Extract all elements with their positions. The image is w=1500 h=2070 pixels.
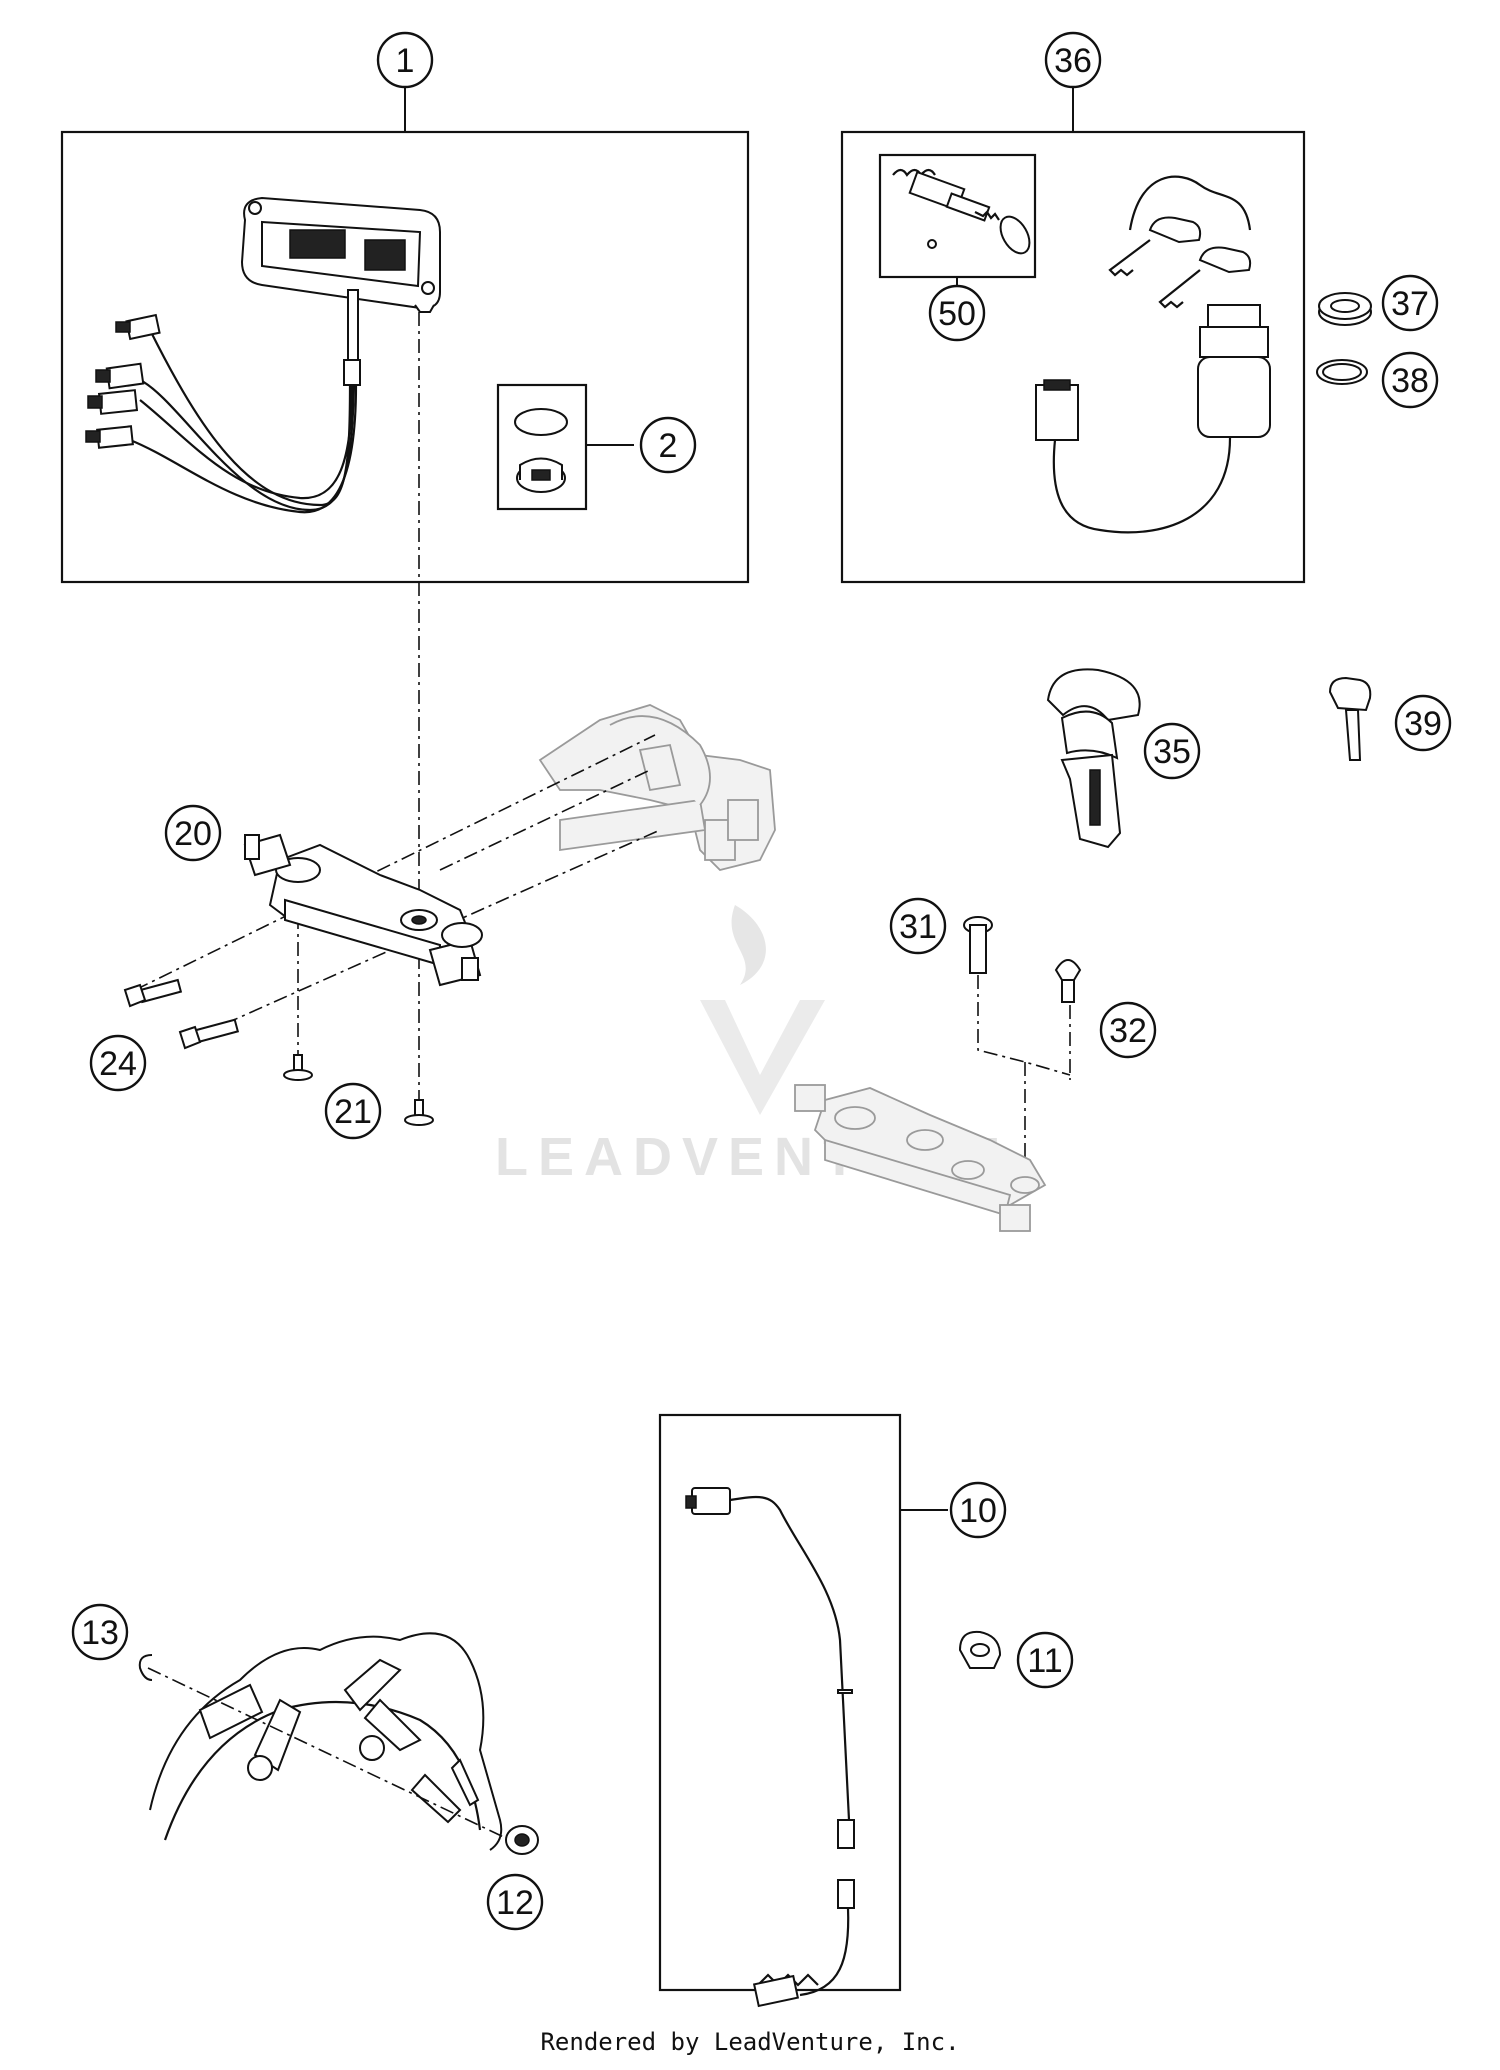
callout-50: 50 xyxy=(928,284,986,342)
svg-text:12: 12 xyxy=(496,1884,534,1922)
circlip-13-illustration xyxy=(138,1654,153,1681)
svg-text:11: 11 xyxy=(1027,1642,1062,1680)
svg-text:32: 32 xyxy=(1109,1012,1147,1050)
callout-36: 36 xyxy=(1044,31,1102,89)
clip-11-illustration xyxy=(958,1630,1002,1669)
svg-text:2: 2 xyxy=(659,427,678,465)
key-39-illustration xyxy=(1328,676,1372,761)
screws-21-illustration xyxy=(283,1054,434,1126)
svg-text:20: 20 xyxy=(174,815,212,853)
svg-text:37: 37 xyxy=(1391,285,1429,323)
callout-21: 21 xyxy=(324,1082,382,1140)
svg-text:50: 50 xyxy=(938,295,976,333)
light-bracket-illustration xyxy=(538,704,776,871)
grommet-32-illustration xyxy=(1054,959,1082,1003)
callout-10: 10 xyxy=(949,1481,1007,1539)
box-bulb-holder xyxy=(496,383,588,511)
ignition-keys-illustration xyxy=(1108,175,1252,309)
svg-text:10: 10 xyxy=(959,1492,997,1530)
svg-text:35: 35 xyxy=(1153,733,1191,771)
speed-sensor-illustration xyxy=(685,1487,855,2008)
footer-credit: Rendered by LeadVenture, Inc. xyxy=(540,2028,960,2056)
lock-cylinder-illustration xyxy=(892,168,1031,255)
svg-text:13: 13 xyxy=(81,1614,119,1652)
ignition-switch-illustration xyxy=(1035,304,1271,534)
callout-38: 38 xyxy=(1381,351,1439,409)
handlebar-clamp-illustration xyxy=(243,833,483,987)
callout-20: 20 xyxy=(164,804,222,862)
svg-text:38: 38 xyxy=(1391,362,1429,400)
nut-37-illustration xyxy=(1318,292,1372,326)
mount-bracket-illustration xyxy=(794,1084,1047,1232)
callout-32: 32 xyxy=(1099,1001,1157,1059)
callout-13: 13 xyxy=(71,1603,129,1661)
callout-11: 11 xyxy=(1016,1631,1074,1689)
brake-disc-illustration xyxy=(149,1632,503,1851)
svg-text:24: 24 xyxy=(99,1045,137,1083)
callout-39: 39 xyxy=(1394,694,1452,752)
bolt-31-illustration xyxy=(963,916,993,974)
callout-1: 1 xyxy=(376,31,434,89)
callout-12: 12 xyxy=(486,1873,544,1931)
bushing-12-illustration xyxy=(505,1825,539,1855)
callout-31: 31 xyxy=(889,897,947,955)
speedometer-illustration xyxy=(85,196,441,514)
svg-text:1: 1 xyxy=(396,42,415,80)
callout-35: 35 xyxy=(1143,722,1201,780)
callout-24: 24 xyxy=(89,1034,147,1092)
bolts-24-illustration xyxy=(123,978,240,1050)
svg-text:21: 21 xyxy=(334,1093,372,1131)
bulb-holder-illustration xyxy=(514,408,568,493)
svg-text:31: 31 xyxy=(899,908,937,946)
svg-text:36: 36 xyxy=(1054,42,1092,80)
callout-2: 2 xyxy=(639,416,697,474)
washer-38-illustration xyxy=(1316,359,1368,385)
callout-37: 37 xyxy=(1381,274,1439,332)
cover-35-illustration xyxy=(1046,668,1141,849)
svg-text:39: 39 xyxy=(1404,705,1442,743)
